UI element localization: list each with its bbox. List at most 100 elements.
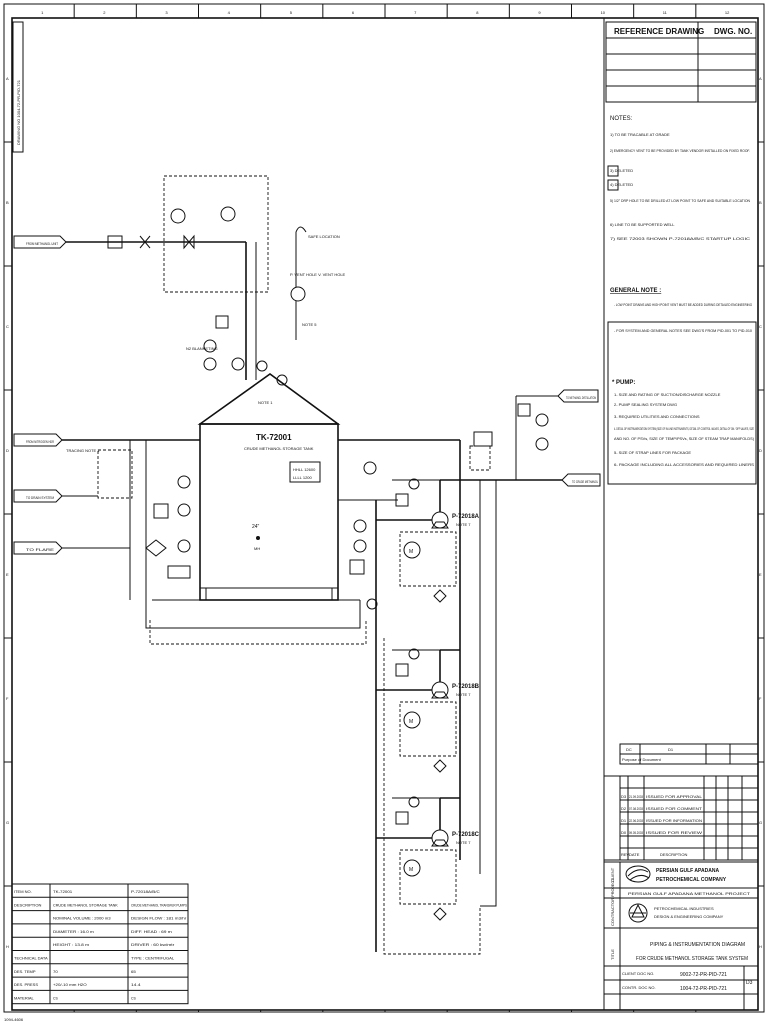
general-note-item: - FOR SYSTEM AND GENERAL NOTES SEE DWG'S… xyxy=(614,328,753,333)
equipment-row-value: CS xyxy=(53,995,58,1000)
offpage-label: TO FLARE xyxy=(26,547,54,552)
row-marker: B xyxy=(6,200,9,205)
row-marker: A xyxy=(6,76,9,81)
process-diagram: FROM METHANOL UNIT FROM NITROGEN HDR TO … xyxy=(13,175,601,955)
equipment-row-value: P-72018A/B/C xyxy=(131,889,160,894)
rev-desc: ISSUED FOR INFORMATION xyxy=(646,818,702,823)
pump-note: NOTE 7 xyxy=(456,522,471,527)
equipment-row-value: TYPE : CENTRIFUGAL xyxy=(131,956,175,961)
offpage-connector-feed: FROM METHANOL UNIT xyxy=(13,235,67,249)
pump-note-item: AND NO. OF PSVs, SIZE OF TEMP/PSVs, SIZE… xyxy=(614,436,755,441)
column-marker: 11 xyxy=(663,10,668,15)
rev-date: 22.06.2003 xyxy=(629,818,644,823)
note-5-label: NOTE 5 xyxy=(302,322,317,327)
corner-label: 1094-4606 xyxy=(4,1017,24,1022)
offpage-connector-crude: TO CRUDE METHANOL xyxy=(561,473,601,487)
pump-note-heading: * PUMP: xyxy=(612,380,635,386)
rev-date: 09.05.2003 xyxy=(629,830,644,835)
rev-desc: ISSUED FOR APPROVAL xyxy=(646,794,703,799)
equipment-row-value: 65 xyxy=(131,969,137,974)
rev-code: D3 xyxy=(621,794,627,799)
note-item: 1) TO BE TRACABLE AT GRADE xyxy=(610,132,670,137)
pump-note-item: 5- SIZE OF STRAP LINES FOR PACKAGE xyxy=(614,450,691,455)
column-marker: 6 xyxy=(352,10,355,15)
title-block: CLIENT PROJECT CONTRACTOR TITLE PERSIAN … xyxy=(603,861,759,1011)
motor-icon xyxy=(403,711,421,729)
column-marker: 8 xyxy=(476,10,479,15)
offpage-label: FROM NITROGEN HDR xyxy=(26,439,54,444)
date-header: DATE xyxy=(629,852,640,857)
vent-hole-label: P. VENT HOLE V. VENT HOLE xyxy=(290,272,346,277)
equipment-row-label: DES. TEMP xyxy=(14,969,36,974)
row-marker: C xyxy=(6,324,9,329)
package-boundary xyxy=(163,175,269,293)
offpage-connector-drain: TO DRAIN SYSTEM xyxy=(13,489,63,503)
notes-list: 1) TO BE TRACABLE AT GRADE 2) EMERGENCY … xyxy=(610,132,750,241)
project-name: PERSIAN GULF APADANA METHANOL PROJECT xyxy=(628,891,751,896)
tank-service: CRUDE METHANOL STORAGE TANK xyxy=(244,446,314,451)
row-marker: G xyxy=(759,820,762,825)
offpage-label: FROM METHANOL UNIT xyxy=(26,241,58,246)
rev-date: 07.08.2003 xyxy=(629,806,644,811)
row-marker: A xyxy=(759,76,762,81)
offpage-connector-distillation: TO METHANOL DISTILLATION xyxy=(557,389,599,403)
n2-blanket-label: N2 BLANKETING xyxy=(186,346,218,351)
rev-code: D2 xyxy=(621,806,627,811)
safe-location-label: SAFE LOCATION xyxy=(308,234,340,239)
rev-desc: ISSUED FOR REVIEW xyxy=(646,830,702,835)
equipment-data-row: TECHNICAL DATA TYPE : CENTRIFUGAL xyxy=(14,956,175,961)
motor-letter: M xyxy=(409,549,413,555)
offpage-label: TO CRUDE METHANOL xyxy=(572,479,598,484)
offpage-label: TO DRAIN SYSTEM xyxy=(26,495,54,500)
rev-date: 21.09.2003 xyxy=(629,794,644,799)
dwg-no-header: DWG. NO. xyxy=(714,27,752,36)
column-marker: 1 xyxy=(41,10,44,15)
status-label: Purpose of Document xyxy=(622,757,662,762)
contractor-name-line1: PETROCHEMICAL INDUSTRIES xyxy=(654,906,714,911)
drawing-title-line2: FOR CRUDE METHANOL STORAGE TANK SYSTEM xyxy=(636,956,748,962)
tank-note-label: NOTE 1 xyxy=(258,400,273,405)
contractor-label: CONTRACTOR xyxy=(610,898,615,926)
title-rev-box: D3 xyxy=(746,980,753,986)
row-marker: H xyxy=(759,944,762,949)
crude-methanol-tank: TK-72001 CRUDE METHANOL STORAGE TANK HHL… xyxy=(197,373,341,601)
rev-desc: ISSUED FOR COMMENT xyxy=(646,806,703,811)
motor-icon xyxy=(403,859,421,877)
pump-note-item: 1- SIZE AND RATING OF SUCTION/DISCHARGE … xyxy=(614,392,721,397)
note-item: 6) LINE TO BE SUPPORTED WELL xyxy=(610,222,675,227)
owner-name-line1: PERSIAN GULF APADANA xyxy=(656,868,719,874)
reference-drawing-header: REFERENCE DRAWING xyxy=(614,27,704,36)
contractor-doc-label: CONTR. DOC NO. xyxy=(622,985,656,990)
contractor-doc-number: 1004-72-PR-PID-721 xyxy=(680,986,727,992)
pump-note-item: 2- PUMP SEALING SYSTEM DWG xyxy=(614,402,677,407)
note-item: 7) SEE 72003 SHOWN P-72018A/B/C STARTUP … xyxy=(610,236,750,241)
tank-llll: LLLL 1200 xyxy=(293,475,313,480)
row-marker: F xyxy=(6,696,9,701)
general-note-item: - LOW POINT DRAINS AND HIGH POINT VENT M… xyxy=(614,302,752,307)
equipment-row-value: CS xyxy=(131,995,136,1000)
manhole-label: MH xyxy=(254,546,260,551)
column-marker: 7 xyxy=(414,10,417,15)
revision-row: D0 09.05.2003 ISSUED FOR REVIEW xyxy=(621,830,702,835)
notes-heading: NOTES: xyxy=(610,116,633,122)
equipment-row-label: TECHNICAL DATA xyxy=(14,956,48,961)
row-marker: E xyxy=(6,572,9,577)
revision-row: D2 07.08.2003 ISSUED FOR COMMENT xyxy=(621,806,703,811)
column-marker: 3 xyxy=(165,10,168,15)
equipment-row-label: MATERIAL xyxy=(14,995,34,1000)
equipment-row-value: DIFF. HEAD : 69 m xyxy=(131,929,173,934)
pump-note-item: 4- DETAIL OF INSTRUMENTATION SYSTEM (SIZ… xyxy=(614,426,754,431)
column-marker: 5 xyxy=(290,10,293,15)
equipment-row-label: ITEM NO. xyxy=(14,889,32,894)
revision-row: D3 21.09.2003 ISSUED FOR APPROVAL xyxy=(621,794,703,799)
client-label: CLIENT xyxy=(610,867,615,882)
